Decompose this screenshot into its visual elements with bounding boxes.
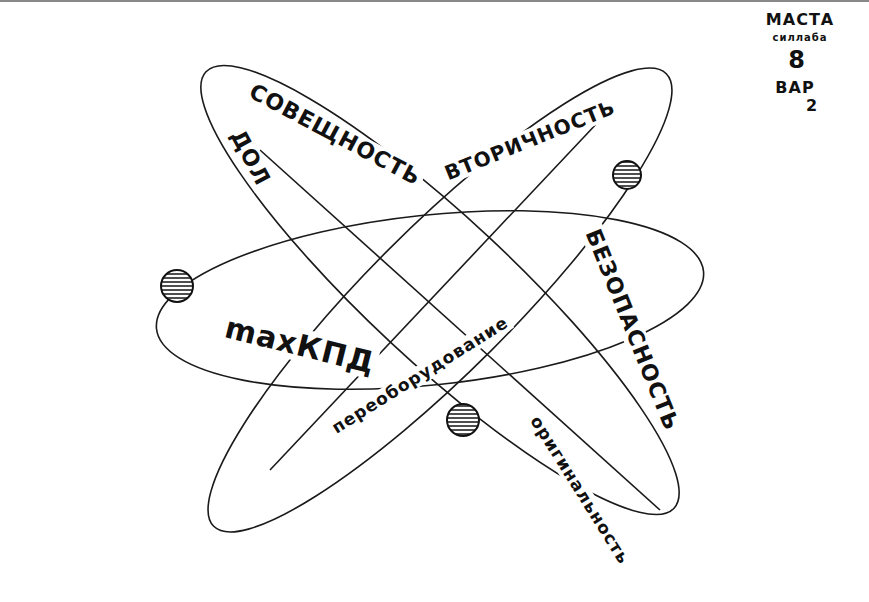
orbit [157, 19, 723, 561]
electron-ball [161, 270, 193, 302]
corner-note: 8 [785, 47, 809, 73]
orbit-line [260, 150, 660, 510]
corner-note: ВАР [772, 79, 817, 97]
corner-note: 2 [803, 97, 821, 115]
electron-ball [613, 161, 641, 189]
electron-ball [447, 404, 479, 436]
orbit-line [270, 120, 600, 470]
corner-note: силлаба [769, 32, 830, 43]
corner-note: МАСТА [763, 11, 837, 29]
orbit [163, 23, 717, 577]
